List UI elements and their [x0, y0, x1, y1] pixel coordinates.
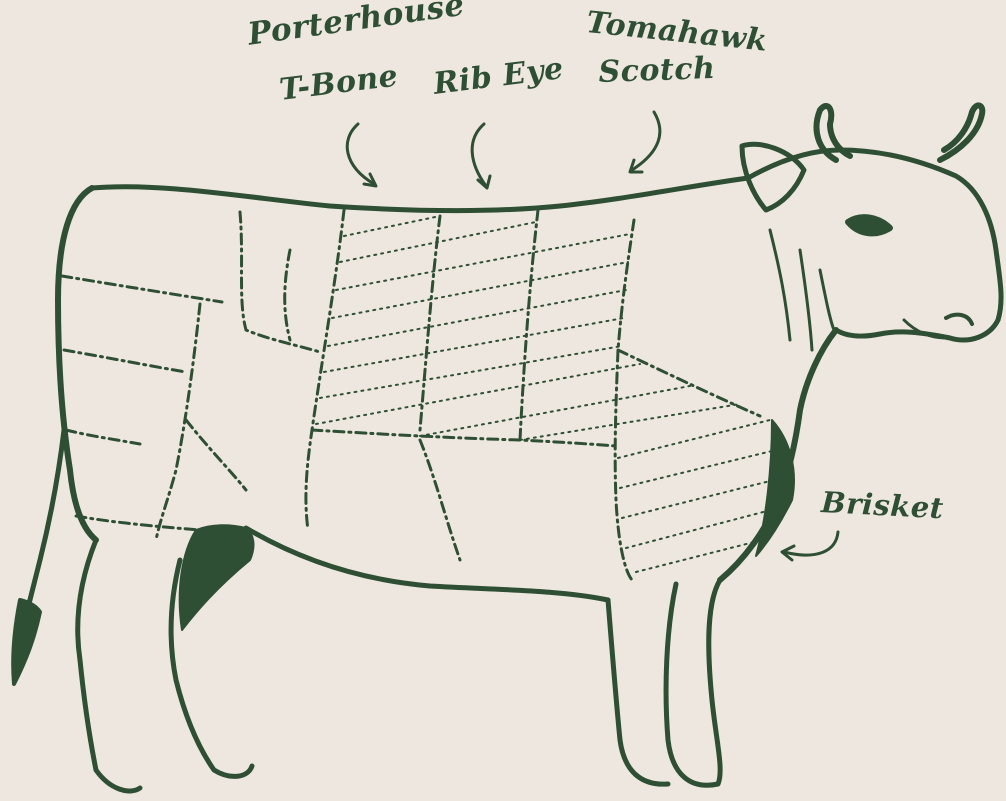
cow-hind-leg-outer	[78, 540, 140, 791]
arrow-tomahawk	[632, 112, 660, 170]
cut-lines	[62, 210, 760, 580]
cow-rump	[58, 188, 96, 540]
cow-belly	[246, 528, 608, 600]
cow-hind-shadow	[180, 525, 254, 630]
arrow-brisket	[784, 532, 838, 555]
cow-back	[92, 178, 748, 211]
cow-eye	[848, 217, 890, 233]
cow-front-leg-2	[666, 580, 720, 785]
cow-nose	[946, 315, 972, 324]
arrow-icon	[347, 112, 838, 560]
cow-brisket-shadow	[756, 420, 794, 556]
cut-hatching	[316, 216, 786, 572]
label-scotch: Scotch	[598, 54, 716, 88]
cow-horn-right	[940, 105, 982, 160]
label-brisket: Brisket	[820, 488, 944, 523]
cow-illustration	[13, 105, 1001, 791]
cow-tail-tuft	[13, 600, 40, 684]
cow-front-leg-1	[608, 600, 668, 784]
arrow-ribeye	[472, 124, 486, 186]
